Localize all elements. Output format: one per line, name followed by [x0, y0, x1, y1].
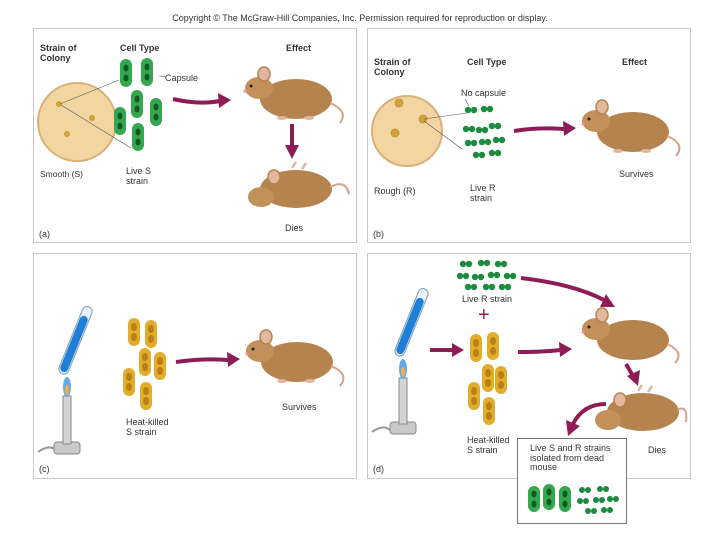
isolated-r-cells: [577, 486, 619, 514]
cell-type-header: Cell Type: [120, 43, 160, 53]
panel-d-illustration: [371, 259, 688, 436]
bunsen-burner-with-tube-icon: [37, 306, 93, 455]
mouse-live-icon: [243, 66, 344, 124]
arrow-down-icon: [627, 370, 640, 386]
isolated-cells-illustration: [528, 484, 619, 514]
panel-a-illustration: [37, 58, 350, 208]
effect-header: Effect: [286, 43, 312, 53]
effect-header: Effect: [622, 57, 648, 67]
live-r-strain-label: Live R strain: [462, 294, 513, 304]
cell-type-header: Cell Type: [467, 57, 507, 67]
live-s-cells: [114, 58, 162, 151]
mouse-dead-icon: [595, 384, 688, 431]
arrow-right-icon: [452, 343, 464, 357]
mouse-survives-icon: [581, 99, 681, 157]
arrow-right-icon: [563, 121, 576, 136]
arrow-down-icon: [285, 145, 299, 159]
capsule-label: Capsule: [165, 73, 199, 83]
outcome-dies-label: Dies: [648, 445, 667, 455]
panel-letter-a: (a): [39, 229, 50, 239]
outcome-survives-label: Survives: [282, 402, 317, 412]
arrow-right-icon: [559, 342, 572, 357]
smooth-colony-label: Smooth (S): [40, 169, 83, 179]
isolated-strains-box-frame: Live S and R strains isolated from dead …: [517, 438, 627, 524]
outcome-survives-label: Survives: [619, 169, 654, 179]
mouse-survives-icon: [245, 329, 345, 387]
arrow-right-icon: [227, 352, 240, 367]
panel-letter-b: (b): [373, 229, 384, 239]
isolated-strains-text: Live S and R strains isolated from dead …: [530, 443, 611, 472]
petri-dish-rough-colonies: [371, 95, 443, 167]
plus-sign: +: [478, 304, 490, 326]
mouse-dead-icon: [248, 161, 350, 208]
mouse-live-icon: [581, 307, 680, 364]
no-capsule-label: No capsule: [461, 88, 507, 98]
panel-letter-c: (c): [39, 464, 50, 474]
arrow-curved-icon: [600, 294, 615, 307]
arrow-curved-icon: [566, 420, 580, 436]
rough-colony-label: Rough (R): [374, 186, 416, 196]
panel-letter-d: (d): [373, 464, 384, 474]
isolated-s-cells: [528, 484, 571, 512]
live-r-cells: [456, 259, 517, 291]
heat-killed-s-cells: [123, 318, 166, 410]
panel-b-illustration: [371, 95, 681, 167]
outcome-dies-label: Dies: [285, 223, 304, 233]
heat-killed-s-cells: [468, 332, 507, 425]
copyright-notice: Copyright © The McGraw-Hill Companies, I…: [172, 13, 548, 23]
arrow-right-icon: [218, 93, 231, 108]
live-r-cells: [462, 105, 506, 159]
panel-c-illustration: [37, 306, 345, 455]
bunsen-burner-with-tube-icon: [371, 288, 429, 435]
petri-dish-smooth-colonies: [37, 82, 117, 162]
